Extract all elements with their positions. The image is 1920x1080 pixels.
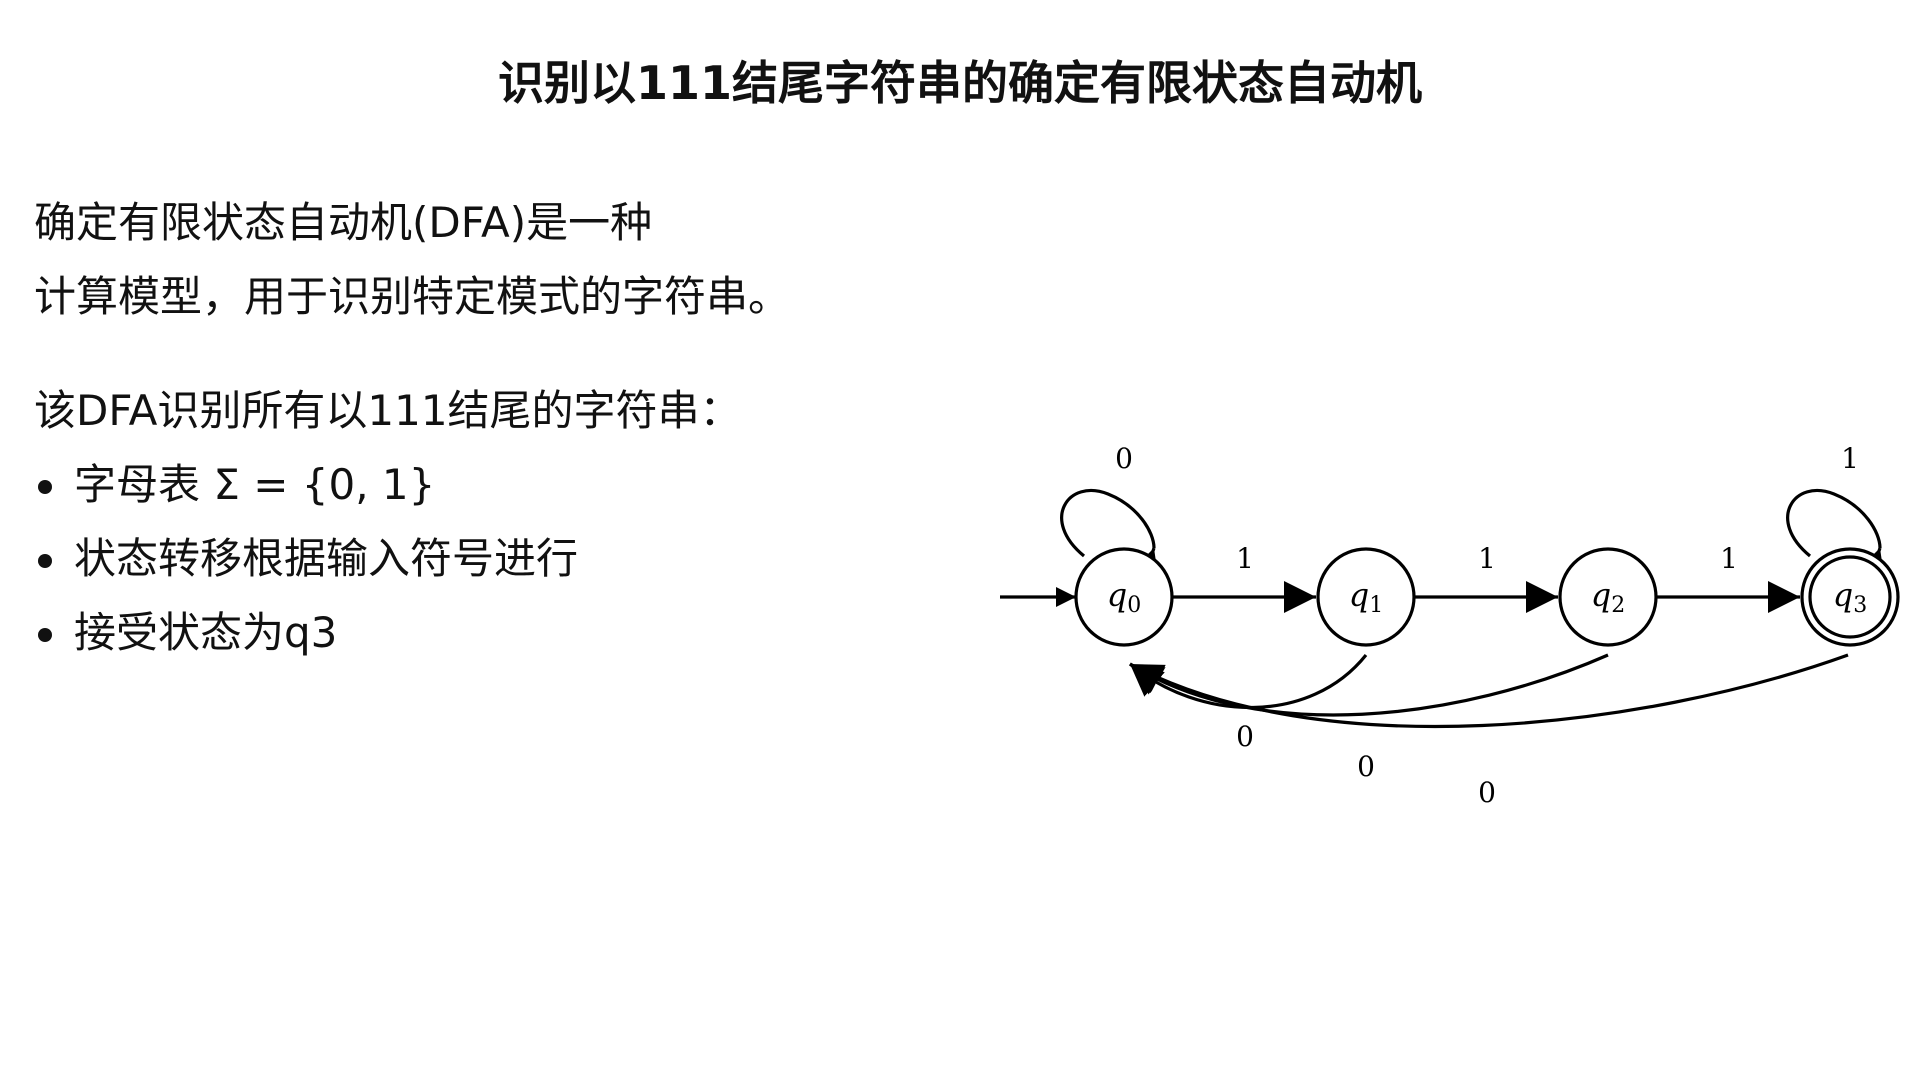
state-circle-q1 (1316, 547, 1416, 647)
list-item: 状态转移根据输入符号进行 (34, 522, 984, 596)
state-q0: q0 (1074, 547, 1174, 647)
bullet-icon (38, 628, 52, 642)
transition-q3-q0 (1129, 653, 1849, 729)
state-label-q3: q3 (1833, 576, 1867, 618)
state-circle-q2 (1558, 547, 1658, 647)
list-item: 字母表 Σ = {0, 1} (34, 448, 984, 522)
page-title: 识别以111结尾字符串的确定有限状态自动机 (497, 56, 1423, 110)
list-item: 接受状态为q3 (34, 596, 984, 670)
edge-label-q2-q0: 0 (1357, 750, 1375, 783)
state-label-q0: q0 (1107, 576, 1141, 618)
bullet-list: 字母表 Σ = {0, 1} 状态转移根据输入符号进行 接受状态为q3 (34, 448, 984, 670)
bullet-text-alphabet: 字母表 Σ = {0, 1} (74, 460, 436, 509)
state-label-q1: q1 (1349, 576, 1383, 618)
edge-label-q3-q3: 1 (1841, 442, 1859, 475)
state-label-q2: q2 (1591, 576, 1625, 618)
state-q2: q2 (1558, 547, 1658, 647)
edge-label-q2-q3: 1 (1720, 542, 1738, 575)
edge-label-q0-q0: 0 (1115, 442, 1133, 475)
intro-line-1: 确定有限状态自动机(DFA)是一种 (34, 198, 653, 247)
state-q1: q1 (1316, 547, 1416, 647)
edge-label-q0-q1: 1 (1236, 542, 1254, 575)
self-loop-q0 (1060, 488, 1154, 560)
intro-line-2: 计算模型，用于识别特定模式的字符串。 (34, 272, 791, 321)
state-circle-q0 (1074, 547, 1174, 647)
bullet-icon (38, 554, 52, 568)
edge-label-q1-q0: 0 (1236, 720, 1254, 753)
edge-label-q1-q2: 1 (1478, 542, 1496, 575)
self-loop-q3 (1786, 488, 1880, 560)
transition-q2-q0 (1129, 653, 1609, 717)
description-panel: 确定有限状态自动机(DFA)是一种 计算模型，用于识别特定模式的字符串。 该DF… (34, 186, 984, 670)
bullet-text-transition: 状态转移根据输入符号进行 (74, 534, 579, 583)
bullet-text-accept: 接受状态为q3 (74, 608, 338, 657)
list-heading: 该DFA识别所有以111结尾的字符串： (34, 386, 742, 435)
edge-label-q3-q0: 0 (1478, 776, 1496, 809)
state-q3: q3 (1800, 547, 1900, 647)
state-circle-q3-inner (1808, 555, 1892, 639)
bullet-icon (38, 480, 52, 494)
